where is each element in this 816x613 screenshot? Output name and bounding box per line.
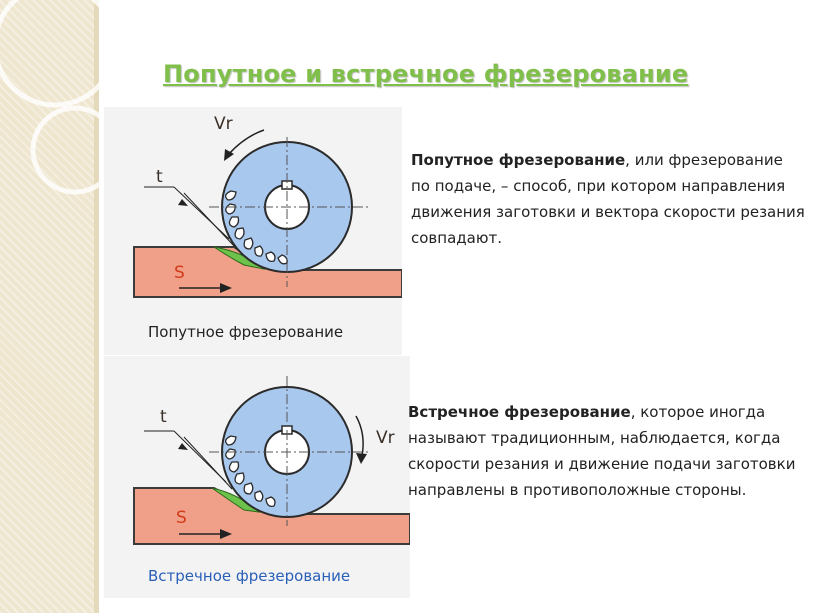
conventional-milling-diagram xyxy=(133,376,411,545)
side-strip-edge xyxy=(94,0,99,613)
label-t-2: t xyxy=(160,407,167,427)
label-vr-2: Vr xyxy=(376,428,395,448)
label-t-1: t xyxy=(156,167,163,187)
definition-climb-milling: , или фрезерование по подаче, – способ, … xyxy=(411,151,805,247)
depth-arrowhead xyxy=(178,443,188,450)
cutter-teeth xyxy=(224,190,288,265)
figure-caption-conventional: Встречное фрезерование xyxy=(148,567,351,585)
climb-milling-diagram xyxy=(133,129,403,298)
depth-line-2 xyxy=(183,436,233,490)
term-climb-milling: Попутное фрезерование xyxy=(411,151,626,169)
rotation-arrowhead xyxy=(224,149,234,161)
label-vr-1: Vr xyxy=(214,114,233,134)
label-s-1: S xyxy=(174,263,185,283)
rotation-arrowhead xyxy=(356,453,367,464)
figure-conventional-milling: Vr t S xyxy=(104,356,411,598)
rotation-arc xyxy=(355,415,364,457)
chip xyxy=(211,487,261,513)
paragraph-conventional-milling: Встречное фрезерование, которое иногда н… xyxy=(408,399,813,503)
depth-line-2 xyxy=(183,192,236,248)
label-s-2: S xyxy=(176,508,187,528)
slide-title: Попутное и встречное фрезерование xyxy=(163,60,689,88)
decorative-rings xyxy=(0,0,120,195)
depth-arrowhead xyxy=(178,199,188,206)
definition-conventional-milling: , которое иногда называют традиционным, … xyxy=(408,403,796,499)
feed-arrowhead xyxy=(220,529,232,539)
chip xyxy=(213,246,266,270)
figure-climb-milling: Vr t S xyxy=(104,107,403,355)
figure-caption-climb: Попутное фрезерование xyxy=(148,323,344,341)
term-conventional-milling: Встречное фрезерование xyxy=(408,403,631,421)
rotation-arc xyxy=(227,129,265,156)
paragraph-climb-milling: Попутное фрезерование, или фрезерование … xyxy=(411,147,806,251)
feed-arrowhead xyxy=(220,283,232,293)
